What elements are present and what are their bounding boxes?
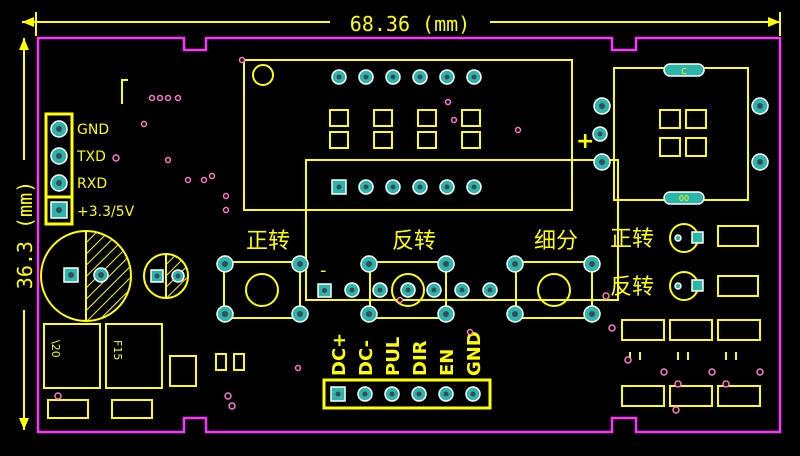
inductor-right: F15	[105, 323, 163, 389]
inductor-left: \20	[43, 323, 101, 389]
width-dimension-label: 68.36 (mm)	[350, 12, 470, 36]
inductor-left-label: \20	[49, 340, 62, 358]
uart-header: GND TXD RXD +3.3/5V	[44, 112, 135, 226]
button-subdivision: 细分	[506, 229, 601, 323]
button-subdivision-label: 细分	[534, 229, 578, 254]
motor-header: DC+ DC- PUL DIR EN GND	[322, 331, 492, 410]
crystal-marker: 00	[679, 194, 689, 203]
plus-marker: +	[576, 129, 594, 154]
pin-label-dc-minus: DC-	[356, 340, 377, 376]
board-outline	[36, 36, 782, 434]
pin-label-txd: TXD	[76, 149, 106, 165]
smd-component	[169, 355, 197, 387]
pin-label-pul: PUL	[383, 337, 404, 376]
smd-pad-a	[47, 399, 89, 419]
led-reverse-label: 反转	[610, 275, 654, 300]
height-dimension-label: 36.3 (mm)	[13, 181, 37, 289]
vias	[54, 56, 764, 414]
pin-label-en: EN	[437, 349, 458, 376]
led-reverse: 反转	[610, 271, 704, 301]
pin-label-gnd-bottom: GND	[464, 331, 485, 376]
button-reverse-label: 反转	[392, 229, 436, 254]
small-capacitor	[143, 253, 189, 299]
corner-mark	[121, 79, 128, 104]
pin-label-vcc: +3.3/5V	[77, 204, 135, 220]
electrolytic-capacitor	[40, 230, 132, 322]
right-smd-pads	[621, 225, 761, 407]
smd-small-a	[215, 353, 227, 371]
mcu-outline	[305, 159, 619, 301]
middle-pin-row: -	[317, 260, 498, 298]
smd-small-b	[233, 353, 245, 371]
capacitor-marker: C	[681, 67, 687, 76]
button-forward-label: 正转	[246, 229, 290, 254]
pin-label-gnd: GND	[77, 122, 109, 138]
led-forward: 正转	[610, 223, 704, 253]
inductor-right-label: F15	[111, 340, 124, 360]
height-dimension: 36.3 (mm)	[12, 38, 37, 430]
width-dimension: 68.36 (mm)	[22, 12, 781, 36]
display-module	[243, 59, 573, 211]
crystal-module: C 00 +	[576, 63, 769, 205]
button-forward: 正转	[216, 229, 309, 323]
led-forward-label: 正转	[610, 227, 654, 252]
minus-marker: -	[320, 260, 327, 281]
pin-label-dir: DIR	[410, 340, 431, 376]
button-reverse: 反转	[360, 229, 455, 323]
pin-label-dc-plus: DC+	[329, 333, 350, 376]
smd-pad-b	[111, 399, 153, 419]
pin-label-rxd: RXD	[77, 176, 107, 192]
